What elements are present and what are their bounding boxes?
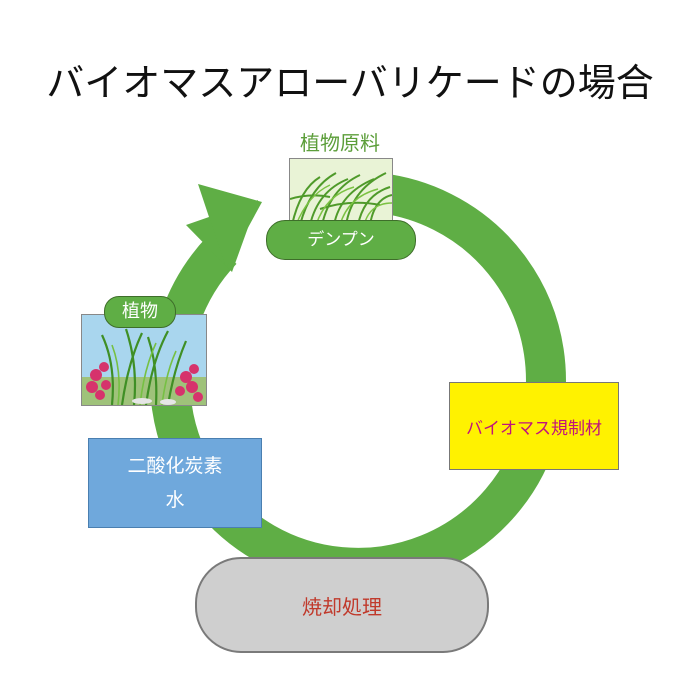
incineration-label: 焼却処理 [302,594,382,619]
starch-pill: デンプン [266,220,416,260]
biomass-material-label: バイオマス規制材 [466,418,602,439]
co2-water-box: 二酸化炭素 水 [88,438,262,528]
cycle-arrowhead-fill [198,184,262,268]
water-label: 水 [165,489,185,511]
page-title: バイオマスアローバリケードの場合 [46,61,654,105]
incineration-box: 焼却処理 [195,557,489,653]
raw-material-label: 植物原料 [300,131,380,155]
biomass-material-box: バイオマス規制材 [449,382,619,470]
plant-pill: 植物 [104,296,176,328]
grass-image [289,158,393,226]
co2-label: 二酸化炭素 [127,455,223,477]
plant-image [81,314,207,406]
